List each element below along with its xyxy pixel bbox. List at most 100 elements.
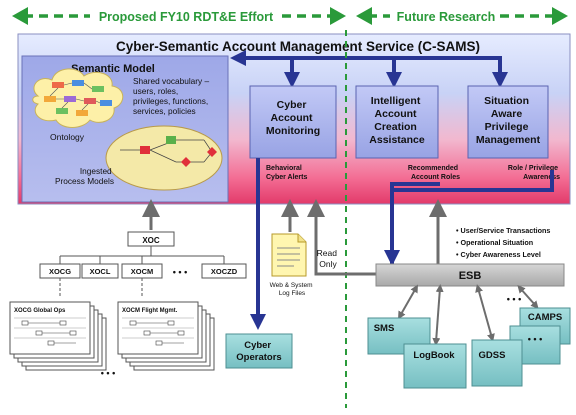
semantic-bus [230, 50, 508, 88]
ontology-node [84, 98, 96, 104]
process-task [177, 330, 185, 336]
logbook-box [403, 343, 467, 389]
future-arrow-left-head [356, 7, 372, 25]
process-lanes [14, 317, 86, 339]
proposed-effort-label: Proposed FY10 RDT&E Effort [99, 10, 274, 24]
header-scope-arrows: Proposed FY10 RDT&E Effort Future Resear… [12, 7, 568, 25]
logbook-label: LogBook [413, 350, 455, 361]
cyber-operators-box [225, 333, 293, 369]
services-ellipsis: • • • [507, 294, 521, 304]
service-gdss: GDSS [471, 339, 523, 387]
xocm-label: XOCM [131, 267, 154, 276]
ontology-node [52, 82, 64, 88]
read-only-label: Read Only [317, 248, 340, 269]
ontology-node [44, 96, 56, 102]
organization-hierarchy: XOC XOCG XOCL XOCM • • • XOCZD XOCG Glob… [9, 199, 247, 378]
cyber-operators-label: Cyber Operators [236, 340, 281, 363]
ontology-node [76, 110, 88, 116]
component-situation-aware-privilege: Situation Aware Privilege Management [467, 85, 549, 159]
proposed-arrow-right-head [330, 7, 346, 25]
recommended-roles-to-esb-arrow [384, 182, 440, 266]
proposed-arrow-left-head [12, 7, 28, 25]
future-arrow-right-head [552, 7, 568, 25]
xocm-flight-mgmt-label: XOCM Flight Mgmt. [122, 308, 178, 314]
log-file-corner [297, 234, 306, 243]
process-task [59, 320, 67, 326]
component-intelligent-account-creation: Intelligent Account Creation Assistance [355, 85, 439, 159]
ontology-node [64, 96, 76, 102]
process-task [35, 330, 43, 336]
process-decision [181, 157, 191, 167]
esb-gdss-link [475, 284, 495, 342]
ontology-node [56, 108, 68, 114]
process-task [47, 340, 55, 346]
process-decision [207, 147, 217, 157]
esb-read-only-arrow [307, 199, 376, 276]
process-task [69, 330, 77, 336]
process-step [166, 136, 176, 144]
ontology-node [100, 100, 112, 106]
xocg-global-ops-label: XOCG Global Ops [14, 308, 66, 314]
esb-label: ESB [459, 270, 482, 282]
process-flows [136, 322, 184, 344]
esb-inputs-list: • User/Service Transactions • Operationa… [456, 226, 552, 259]
role-privilege-awareness-label: Role / Privilege Awareness [508, 165, 560, 181]
shared-vocabulary-text: Shared vocabulary – users, roles, privil… [133, 76, 211, 116]
future-research-label: Future Research [397, 10, 496, 24]
xocl-box [81, 263, 119, 279]
component-cyber-account-monitoring: Cyber Account Monitoring [249, 85, 337, 159]
process-model-ellipse [105, 125, 223, 191]
process-task [143, 330, 151, 336]
xocl-label: XOCL [90, 267, 111, 276]
process-task [167, 320, 175, 326]
privilege-to-esb-line [392, 170, 554, 192]
esb-logbook-link [432, 284, 444, 346]
process-task [155, 340, 163, 346]
privilege-label: Situation Aware Privilege Management [476, 95, 541, 146]
camps-label: CAMPS [528, 312, 562, 323]
gdss-label: GDSS [479, 350, 506, 361]
esb-bar [375, 263, 565, 287]
xoczd-box [201, 263, 247, 279]
behavioral-cyber-alerts-label: Behavioral Cyber Alerts [266, 165, 307, 181]
c-sams-title: Cyber-Semantic Account Management Servic… [116, 39, 480, 54]
ontology-edges [49, 82, 101, 111]
account-creation-box [355, 85, 439, 159]
ontology-cloud: Ontology [32, 68, 124, 142]
esb-sms-link [398, 284, 418, 320]
ontology-label: Ontology [50, 132, 85, 142]
account-creation-label: Intelligent Account Creation Assistance [369, 95, 425, 146]
xoc-label: XOC [142, 236, 160, 245]
esb: ESB [375, 263, 565, 287]
service-stack-ellipsis: • • • [528, 334, 542, 344]
process-stack-global-ops: XOCG Global Ops [9, 301, 107, 371]
process-task [21, 320, 29, 326]
log-file-lines [277, 247, 300, 267]
xocg-label: XOCG [49, 267, 71, 276]
process-task [129, 320, 137, 326]
log-files-document: Web & System Log Files [270, 233, 315, 297]
hierarchy-ellipsis: • • • [173, 267, 187, 277]
process-model: Ingested Process Models [55, 125, 223, 191]
ingested-process-models-label: Ingested Process Models [55, 166, 114, 186]
ontology-node [72, 80, 84, 86]
recommended-account-roles-label: Recommended Account Roles [408, 165, 460, 181]
gdss-box [471, 339, 523, 387]
privilege-box [467, 85, 549, 159]
stack-ellipsis: • • • [101, 368, 115, 378]
process-lanes [122, 317, 194, 339]
sms-label: SMS [374, 323, 395, 334]
esb-camps-link [517, 285, 539, 309]
ontology-node [92, 86, 104, 92]
service-logbook: LogBook [403, 343, 467, 389]
monitoring-box [249, 85, 337, 159]
esb-service-links [398, 284, 539, 346]
process-flows [28, 322, 76, 344]
hierarchy-connectors [59, 246, 225, 264]
monitoring-label: Cyber Account Monitoring [266, 99, 320, 137]
xoczd-label: XOCZD [211, 267, 238, 276]
cyber-operators: Cyber Operators [225, 333, 293, 369]
log-files-label: Web & System Log Files [270, 282, 315, 297]
